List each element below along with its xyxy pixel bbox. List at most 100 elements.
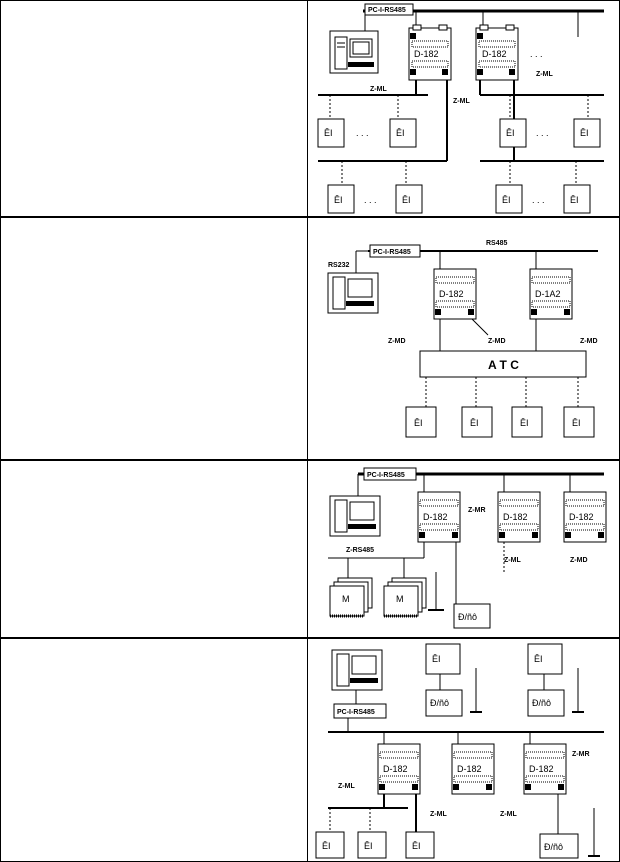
computer-icon-4	[331, 649, 383, 691]
ei-label-12: ÊI	[572, 418, 581, 428]
ei-label-10: ÊI	[470, 418, 479, 428]
ei-label-8: ÊI	[570, 195, 579, 205]
controller-d182-8	[451, 743, 495, 795]
zmd-label-4: Z-MD	[570, 557, 588, 564]
rs485-label: RS485	[486, 240, 508, 247]
dfo-label-3: Ð/ñô	[532, 698, 551, 708]
controller-label-8: D-182	[383, 764, 408, 774]
network-diagram-2: PC-I-RS485 RS485 RS232	[327, 240, 598, 438]
controller-label-6: D-182	[503, 512, 528, 522]
pc-bus-label-3: PC-I-RS485	[367, 472, 405, 479]
ei-label-7: ÊI	[502, 195, 511, 205]
zmr-label-2: Z-MR	[572, 751, 590, 758]
zml-label-2: Z-ML	[453, 98, 470, 105]
ei-label-2: ÊI	[396, 128, 405, 138]
controller-label-2: D-182	[482, 49, 507, 59]
antenna-icon-4	[588, 808, 600, 857]
controller-label-3: D-182	[439, 289, 464, 299]
zml-label-5: Z-ML	[338, 783, 355, 790]
dfo-label-1: Ð/ñô	[458, 612, 477, 622]
network-diagram-1: PC-I-RS485	[317, 3, 604, 214]
atc-label: A T C	[488, 358, 519, 372]
ei-label-11: ÊI	[520, 418, 529, 428]
diagram-row-4: PC-I-RS485 ÊI ÊI Ð/ñô Ð/ñô	[0, 637, 620, 862]
dots-3: . . .	[364, 195, 377, 205]
controller-d182-5	[497, 491, 541, 543]
zmr-label-1: Z-MR	[468, 507, 486, 514]
controller-d182-7	[377, 743, 421, 795]
description-cell-1	[1, 1, 308, 217]
ei-label-16: ÊI	[364, 841, 373, 851]
dots-4: . . .	[532, 195, 545, 205]
dots-1: . . .	[356, 128, 369, 138]
description-cell-3	[1, 460, 308, 638]
controller-d182-2	[475, 24, 519, 81]
ei-box-row2	[405, 377, 595, 438]
controller-label-10: D-182	[529, 764, 554, 774]
module-label-1: M	[342, 594, 350, 604]
antenna-icon-3	[572, 668, 584, 713]
controller-d182-4	[417, 491, 461, 543]
ei-label-1: ÊI	[324, 128, 333, 138]
controller-d182-6	[563, 491, 607, 543]
pc-bus-label: PC-I-RS485	[368, 7, 406, 14]
controller-d182-9	[523, 743, 567, 795]
dots-2: . . .	[536, 128, 549, 138]
diagram-row-3: PC-I-RS485 D-182 Z-MR	[0, 459, 620, 639]
module-m-1	[329, 577, 373, 618]
pc-bus-label-4: PC-I-RS485	[337, 709, 375, 716]
ei-label-9: ÊI	[414, 418, 423, 428]
ei-label-17: ÊI	[412, 841, 421, 851]
pc-bus-label-2: PC-I-RS485	[373, 249, 411, 256]
zml-label-7: Z-ML	[500, 811, 517, 818]
computer-icon-2	[327, 272, 379, 314]
controller-label-5: D-182	[423, 512, 448, 522]
diagram-row-1: PC-I-RS485	[0, 0, 620, 218]
diagram-cell-4: PC-I-RS485 ÊI ÊI Ð/ñô Ð/ñô	[308, 638, 619, 861]
dfo-label-4: Ð/ñô	[544, 842, 563, 852]
more-devices-dots: . . .	[530, 49, 543, 59]
rs232-label: RS232	[328, 262, 350, 269]
controller-label-1: D-182	[414, 49, 439, 59]
diagram-row-2: PC-I-RS485 RS485 RS232	[0, 216, 620, 461]
ei-label-14: ÊI	[534, 654, 543, 664]
ei-label-4: ÊI	[580, 128, 589, 138]
ei-box-row1b	[327, 161, 591, 214]
zml-label-4: Z-ML	[504, 557, 521, 564]
ei-box-row1a	[317, 95, 601, 148]
controller-label-7: D-182	[569, 512, 594, 522]
network-diagram-4: PC-I-RS485 ÊI ÊI Ð/ñô Ð/ñô	[315, 643, 604, 859]
controller-d1a2	[529, 268, 573, 320]
computer-icon-3	[329, 495, 381, 537]
ei-label-6: ÊI	[402, 195, 411, 205]
network-diagram-3: PC-I-RS485 D-182 Z-MR	[328, 467, 607, 629]
zmd-label-3: Z-MD	[580, 338, 598, 345]
diagram-cell-2: PC-I-RS485 RS485 RS232	[308, 217, 619, 460]
zmd-label-2: Z-MD	[488, 338, 506, 345]
ei-box-row4	[315, 808, 435, 859]
diagram-cell-1: PC-I-RS485	[308, 1, 619, 217]
zml-label-6: Z-ML	[430, 811, 447, 818]
ei-label-5: ÊI	[334, 195, 343, 205]
zml-label-1: Z-ML	[370, 86, 387, 93]
module-label-2: M	[396, 594, 404, 604]
ei-label-3: ÊI	[506, 128, 515, 138]
zmd-label-1: Z-MD	[388, 338, 406, 345]
module-m-2	[383, 577, 427, 618]
controller-d182-1	[408, 24, 452, 81]
ei-label-15: ÊI	[322, 841, 331, 851]
controller-label-9: D-182	[457, 764, 482, 774]
diagram-cell-3: PC-I-RS485 D-182 Z-MR	[308, 460, 619, 638]
controller-d182-3	[433, 268, 477, 320]
antenna-icon-2	[470, 668, 482, 713]
description-cell-2	[1, 217, 308, 460]
controller-label-4: D-1A2	[535, 289, 561, 299]
computer-icon	[329, 30, 379, 74]
antenna-icon-1	[428, 572, 444, 611]
ei-label-13: ÊI	[432, 654, 441, 664]
dfo-label-2: Ð/ñô	[430, 698, 449, 708]
zrs485-label: Z-RS485	[346, 547, 374, 554]
zml-label-3: Z-ML	[536, 71, 553, 78]
description-cell-4	[1, 638, 308, 861]
